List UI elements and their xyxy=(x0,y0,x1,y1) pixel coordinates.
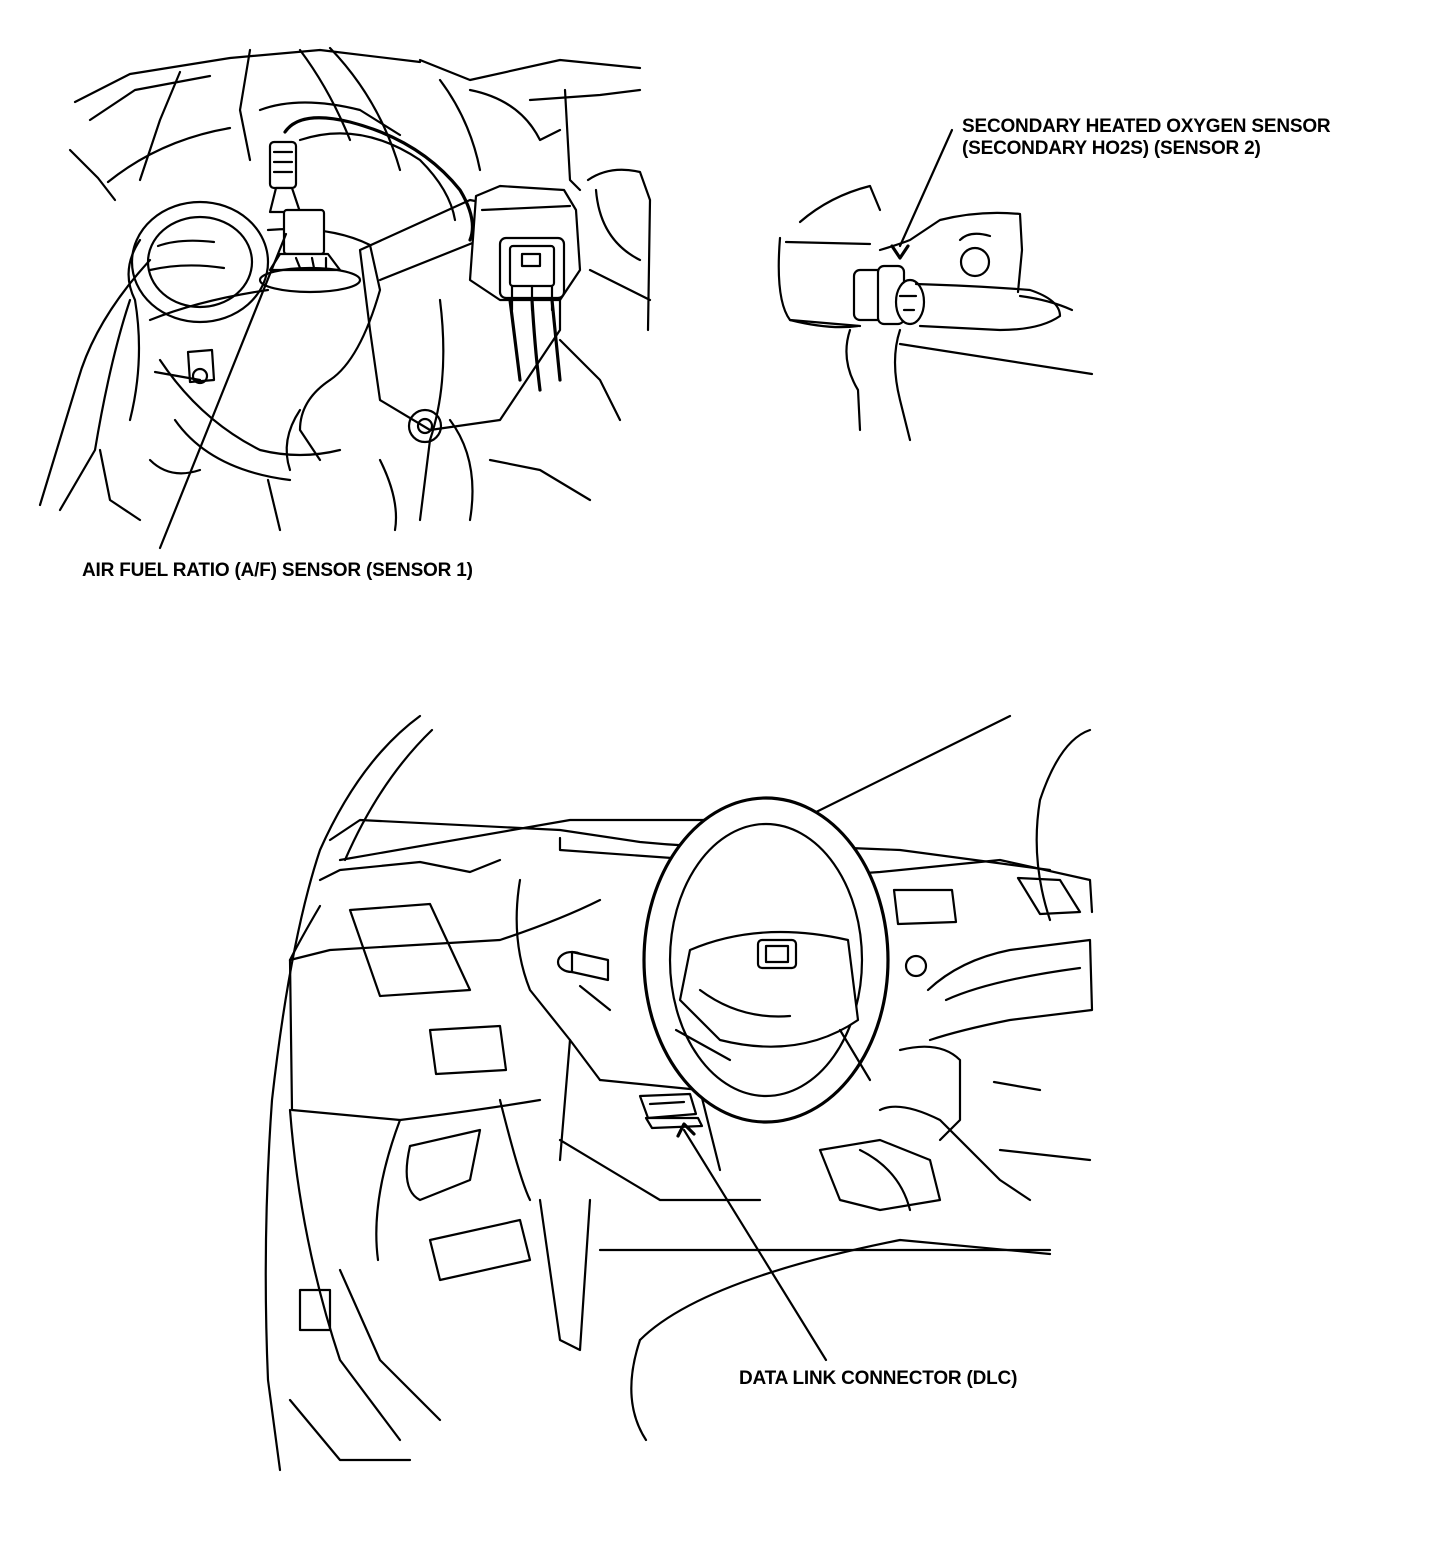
af-sensor-label: AIR FUEL RATIO (A/F) SENSOR (SENSOR 1) xyxy=(82,560,473,581)
ho2s-illustration xyxy=(777,128,1094,442)
dashboard-illustration xyxy=(264,714,1094,1472)
ho2s-label-line2: (SECONDARY HO2S) (SENSOR 2) xyxy=(962,138,1261,159)
ho2s-leader-line xyxy=(898,128,954,248)
dlc-arrow-head xyxy=(676,1122,696,1138)
ho2s-arrow-head xyxy=(890,244,910,260)
engine-bay-illustration xyxy=(38,46,652,550)
ho2s-label: SECONDARY HEATED OXYGEN SENSOR (SECONDAR… xyxy=(962,116,1331,160)
dlc-leader-line xyxy=(682,1128,828,1362)
dlc-label: DATA LINK CONNECTOR (DLC) xyxy=(739,1368,1018,1389)
ho2s-label-line1: SECONDARY HEATED OXYGEN SENSOR xyxy=(962,116,1331,137)
af-sensor-leader-line xyxy=(158,232,288,550)
